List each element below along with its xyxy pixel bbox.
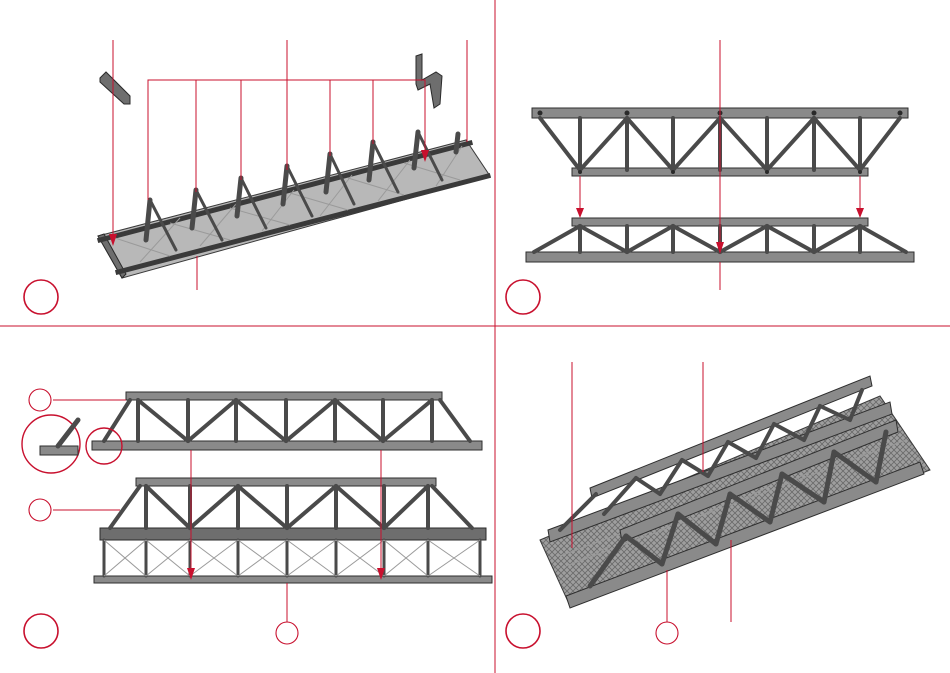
assembled-bridge <box>540 376 930 608</box>
panel-2 <box>506 40 914 314</box>
panel-3-callout-2 <box>29 499 51 521</box>
panel-2-step-badge <box>506 280 540 314</box>
deck-underbracing <box>104 540 480 576</box>
panel-4-callout-1 <box>656 622 678 644</box>
panel-1-step-badge <box>24 280 58 314</box>
panel-3-callout-3 <box>276 622 298 644</box>
panel-3-step-badge <box>24 614 58 648</box>
panel-4 <box>506 362 930 648</box>
end-portal-part-right <box>416 54 442 108</box>
panel-3 <box>22 389 492 648</box>
panel-1 <box>24 40 490 314</box>
detail-circle-large <box>22 415 80 473</box>
truss-side-b-with-deck <box>94 478 492 583</box>
truss-side-a <box>92 392 482 450</box>
panel-3-callout-1 <box>29 389 51 411</box>
panel-4-step-badge <box>506 614 540 648</box>
end-portal-part-left <box>100 72 130 104</box>
